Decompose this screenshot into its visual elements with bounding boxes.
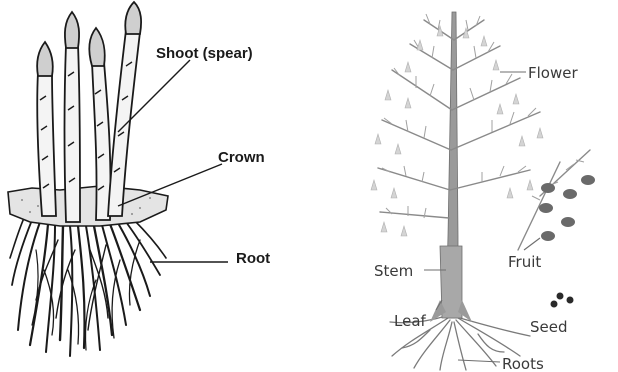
spear-4 <box>108 2 141 216</box>
fruit-label: Fruit <box>508 253 541 271</box>
spear-2 <box>65 12 81 222</box>
plant-seeds <box>551 293 574 308</box>
stem-label: Stem <box>374 262 413 280</box>
shoot-label: Shoot (spear) <box>156 45 253 62</box>
root-mass <box>10 218 166 356</box>
leaf-label: Leaf <box>394 312 427 330</box>
roots-label: Roots <box>502 355 544 372</box>
crown-soil-slab <box>8 186 168 226</box>
left-asparagus-illustration: Shoot (spear) Crown Root <box>8 2 270 356</box>
right-asparagus-plant: Flower Fruit Stem Leaf Seed Roots <box>371 12 595 372</box>
crown-leader-line <box>118 164 222 206</box>
spear-1 <box>37 42 56 216</box>
flower-label: Flower <box>528 64 578 82</box>
root-label: Root <box>236 250 270 267</box>
plant-berries <box>539 175 595 241</box>
crown-label: Crown <box>218 149 265 166</box>
plant-branches <box>378 20 590 250</box>
seed-label: Seed <box>530 318 568 336</box>
